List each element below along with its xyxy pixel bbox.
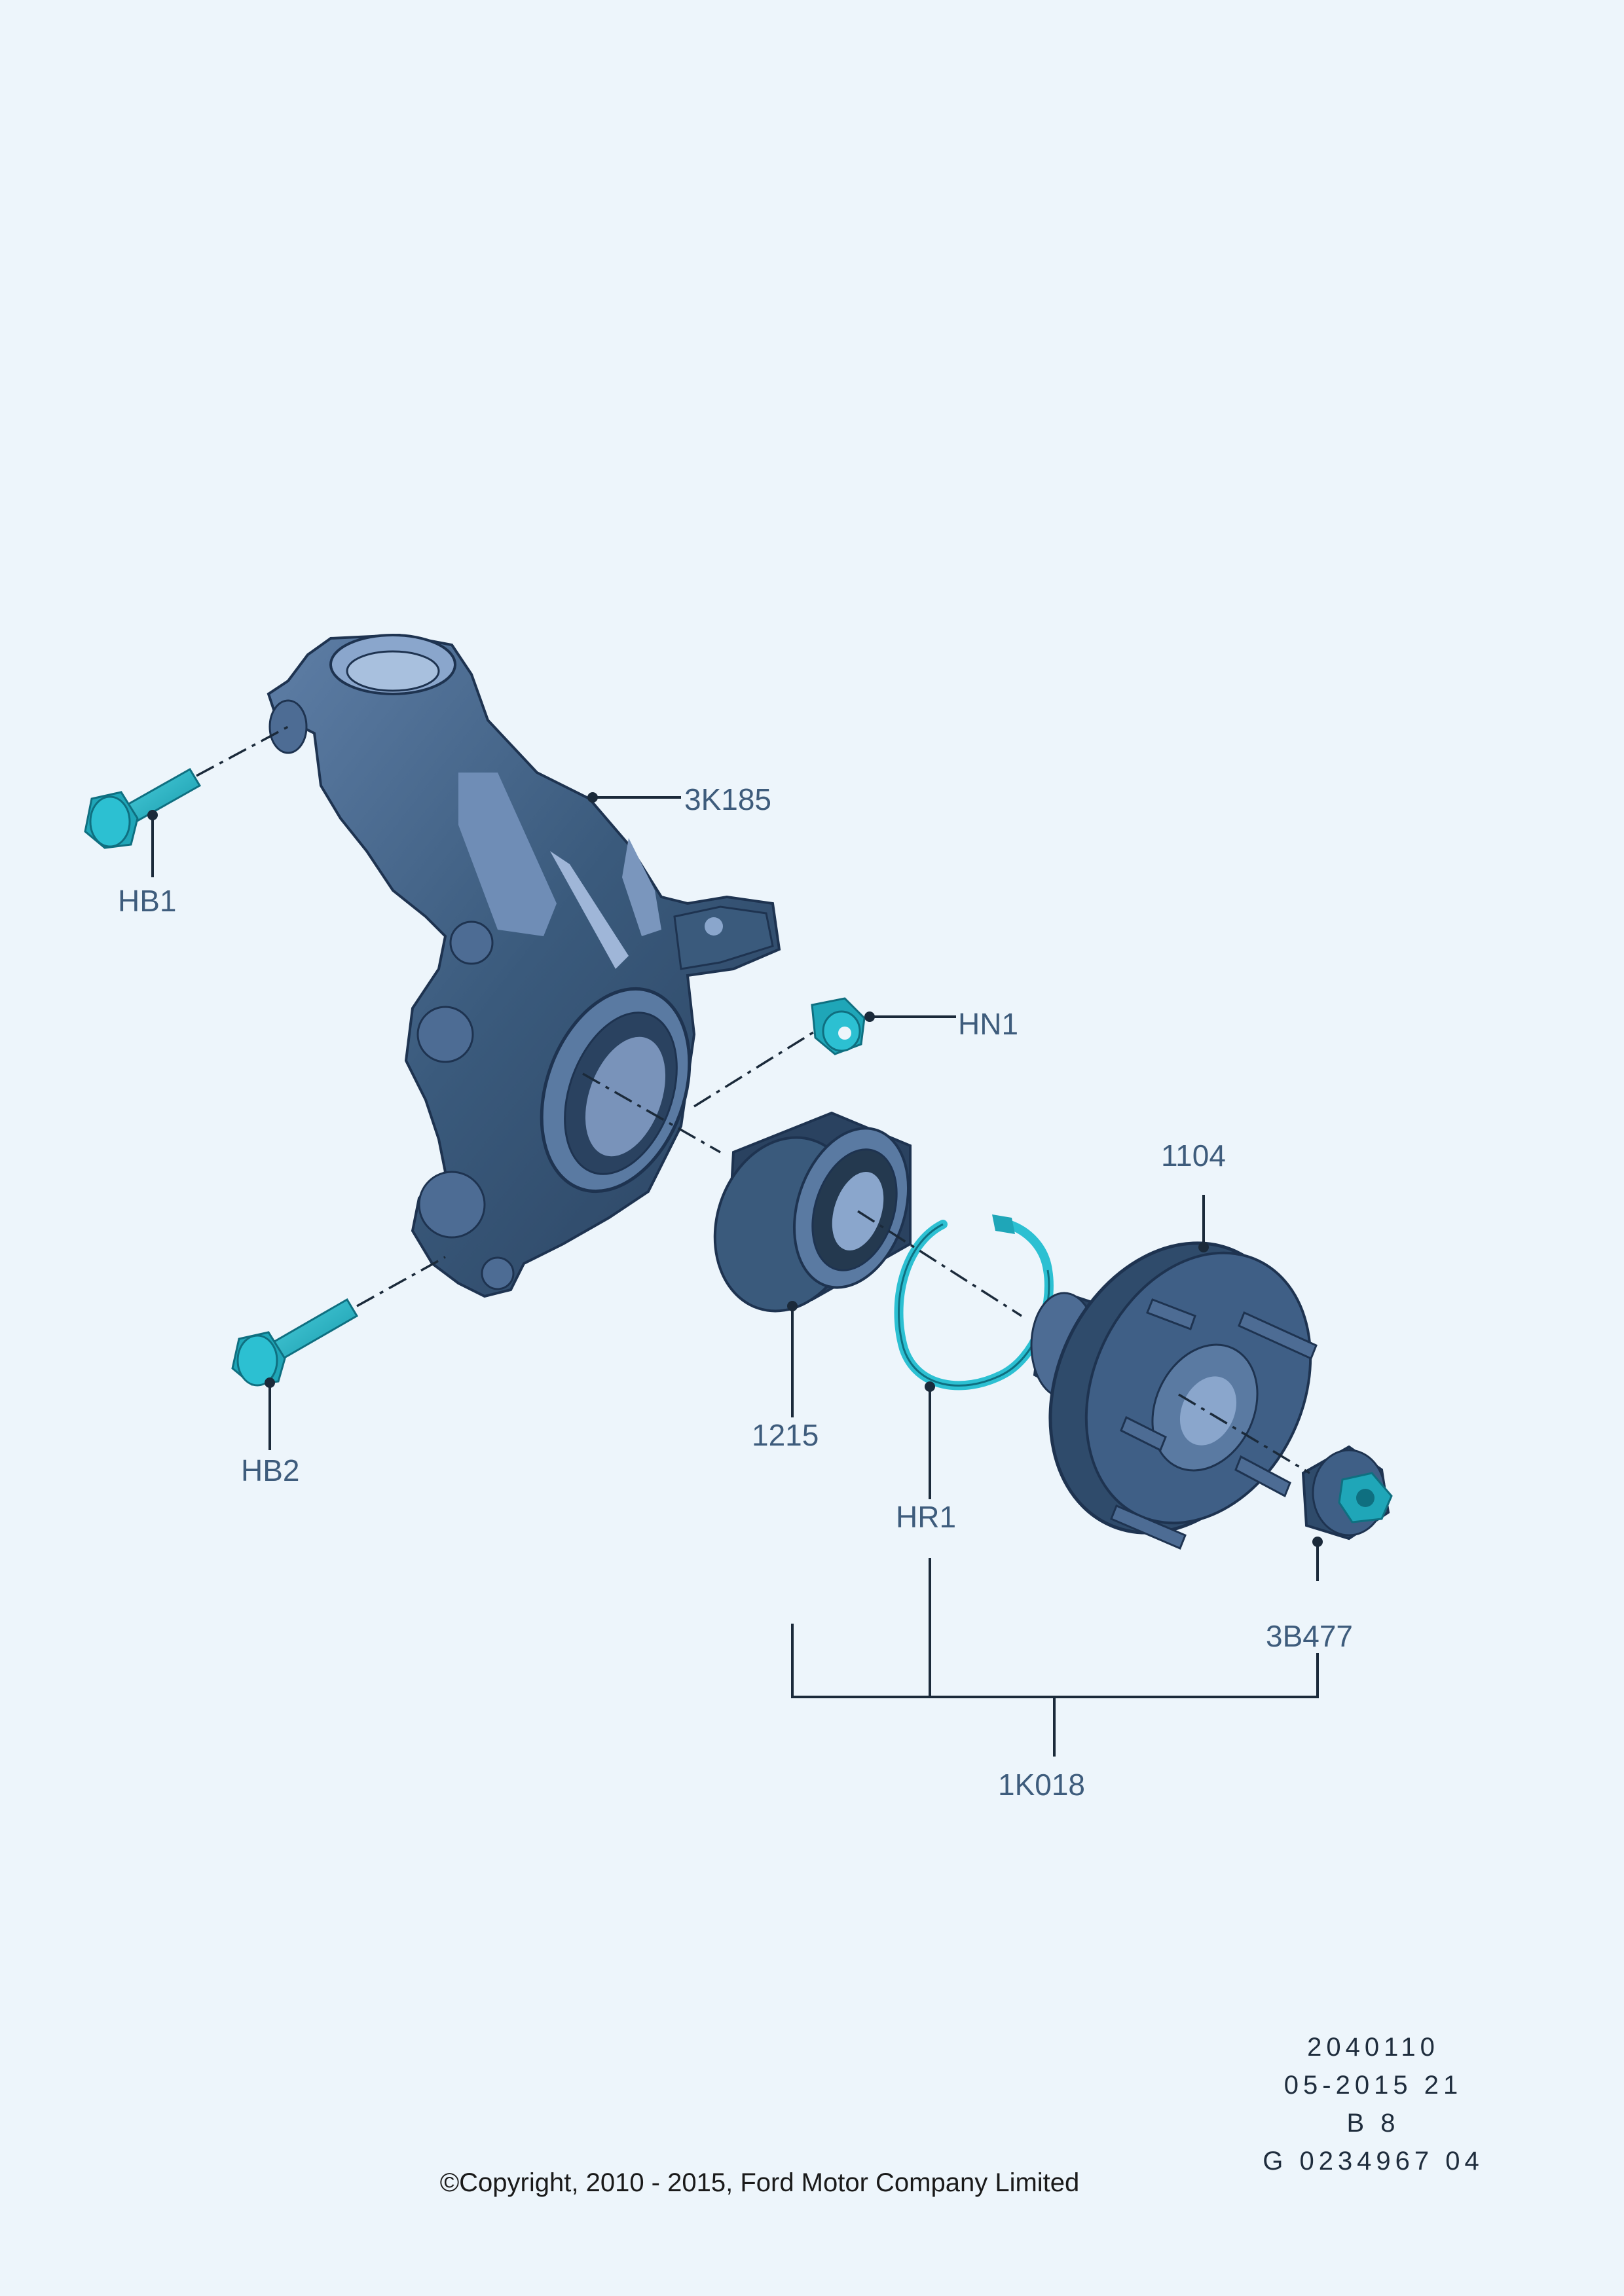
retaining-ring[interactable] bbox=[894, 1214, 1054, 1391]
label-1k018: 1K018 bbox=[998, 1768, 1085, 1802]
wheel-bearing[interactable] bbox=[693, 1111, 927, 1330]
nut[interactable] bbox=[811, 997, 866, 1055]
lower-bolt[interactable] bbox=[231, 1298, 359, 1387]
label-hb2: HB2 bbox=[241, 1453, 299, 1487]
label-hr1: HR1 bbox=[896, 1500, 956, 1534]
hub-nut[interactable] bbox=[1301, 1445, 1393, 1540]
wheel-hub[interactable] bbox=[1005, 1203, 1353, 1573]
label-1215: 1215 bbox=[752, 1418, 819, 1452]
label-3b477: 3B477 bbox=[1266, 1619, 1353, 1653]
upper-bolt[interactable] bbox=[84, 767, 202, 849]
label-3k185: 3K185 bbox=[684, 782, 771, 816]
steering-knuckle[interactable] bbox=[267, 633, 781, 1298]
label-hb1: HB1 bbox=[118, 884, 176, 918]
reference-code: 2040110 bbox=[1307, 2033, 1439, 2062]
assembly-axis-lines bbox=[196, 725, 1310, 1474]
reference-block: 2040110 05-2015 21 B 8 G 0234967 04 bbox=[1263, 2033, 1484, 2176]
leader-lines bbox=[147, 792, 1323, 1757]
reference-revision: B 8 bbox=[1346, 2109, 1399, 2138]
reference-date: 05-2015 21 bbox=[1284, 2071, 1462, 2100]
copyright-notice: ©Copyright, 2010 - 2015, Ford Motor Comp… bbox=[440, 2168, 1080, 2197]
label-1104: 1104 bbox=[1161, 1139, 1226, 1173]
label-hn1: HN1 bbox=[958, 1007, 1018, 1041]
reference-drawing-number: G 0234967 04 bbox=[1263, 2147, 1484, 2176]
